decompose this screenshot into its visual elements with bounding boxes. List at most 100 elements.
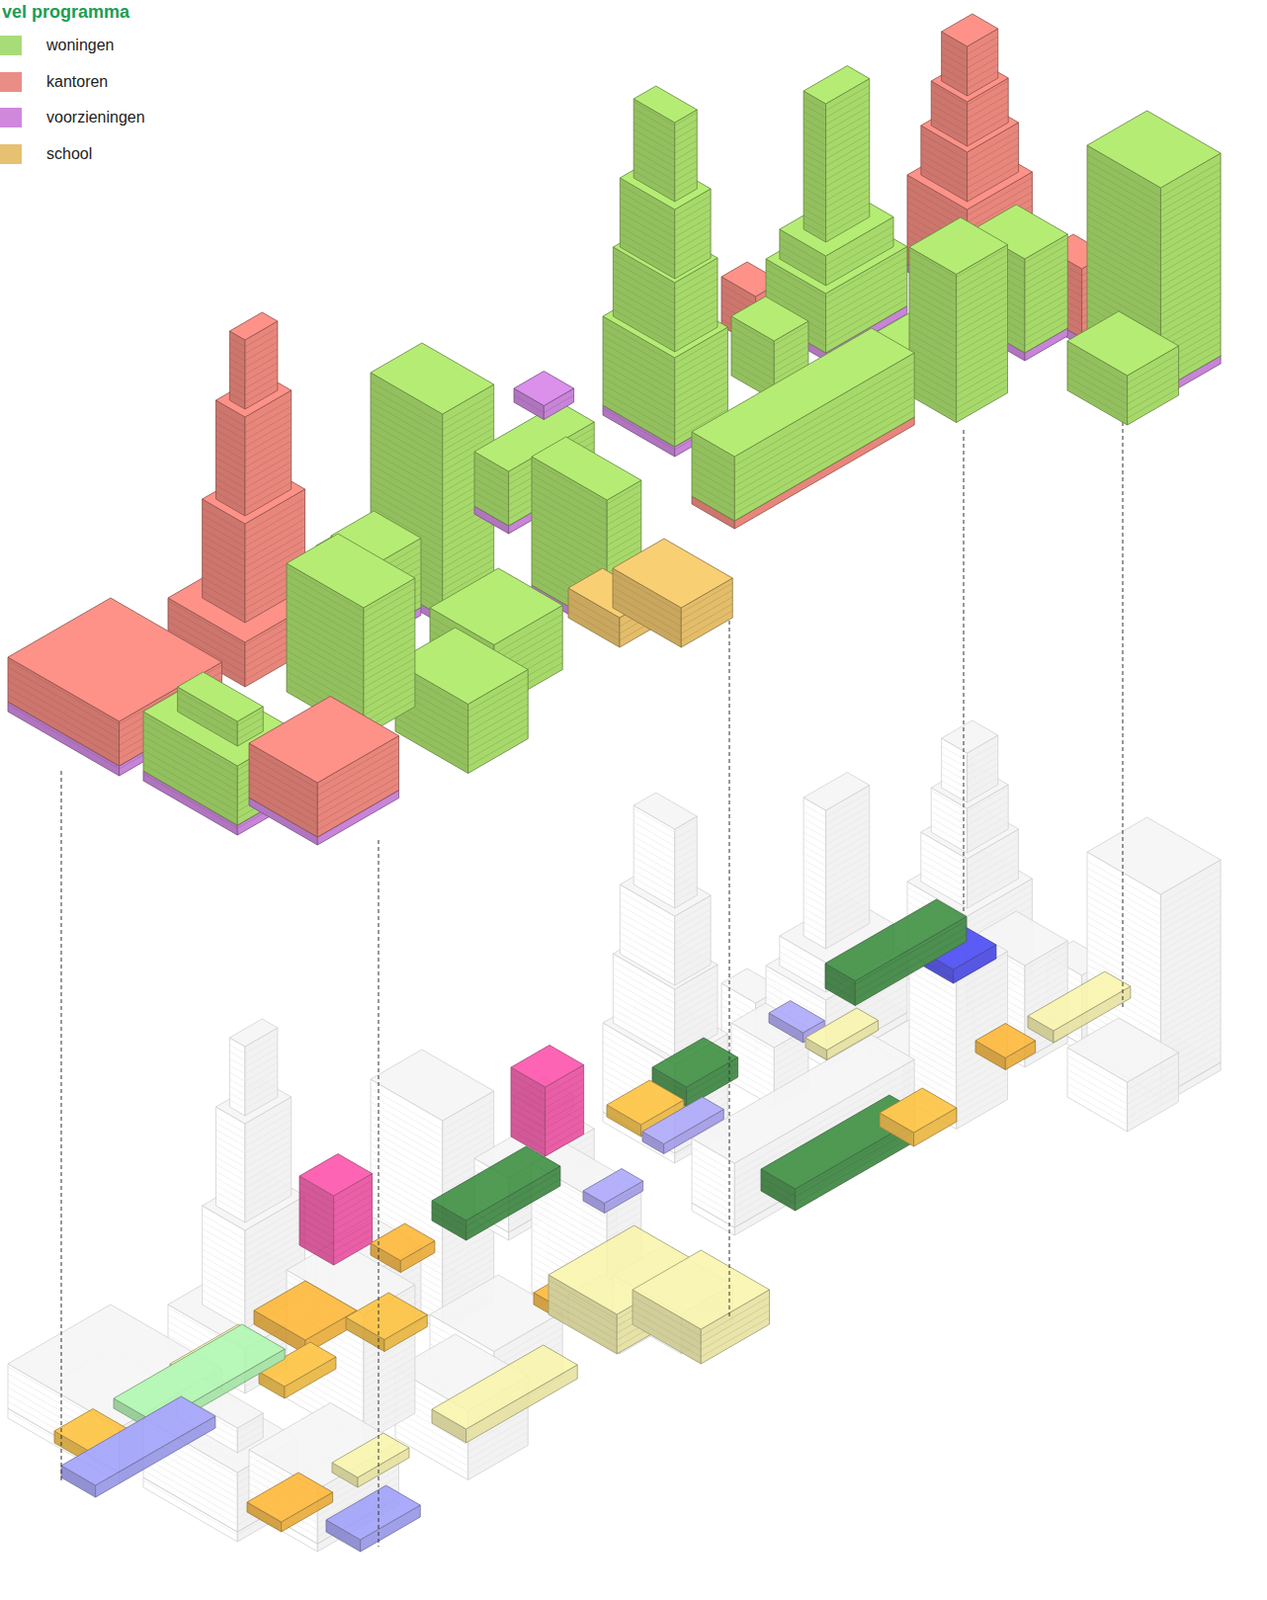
massing-face xyxy=(229,1055,277,1075)
massing-face xyxy=(633,122,697,147)
massing-face xyxy=(531,488,642,532)
massing-face xyxy=(332,1433,410,1478)
massing-face xyxy=(286,664,416,709)
massing-face xyxy=(612,981,718,1017)
massing-face xyxy=(215,447,291,475)
massing-face xyxy=(286,615,416,661)
massing-face xyxy=(215,468,291,496)
massing-face xyxy=(345,1292,427,1341)
massing-face xyxy=(642,1097,724,1145)
massing-face xyxy=(632,1250,770,1330)
massing-face xyxy=(930,101,1009,126)
massing-face xyxy=(1067,1076,1180,1111)
massing-face xyxy=(1087,902,1221,945)
massing-face xyxy=(299,1236,373,1260)
massing-face xyxy=(249,776,400,825)
legend-swatch xyxy=(0,144,22,165)
massing-face xyxy=(215,1188,291,1216)
massing-face xyxy=(286,594,416,640)
massing-face xyxy=(249,696,400,784)
massing-face xyxy=(215,454,291,482)
massing-face xyxy=(803,772,870,812)
massing-face xyxy=(731,347,809,373)
massing-face xyxy=(299,1229,373,1253)
massing-face xyxy=(879,1088,957,1133)
massing-face xyxy=(215,440,291,468)
massing-face xyxy=(253,1280,357,1341)
massing-face xyxy=(633,822,697,846)
massing-face xyxy=(803,896,870,923)
massing-face xyxy=(229,1041,277,1061)
massing-face xyxy=(633,170,697,195)
massing-face xyxy=(1087,895,1221,938)
massing-face xyxy=(1087,209,1221,253)
massing-face xyxy=(299,1154,373,1197)
massing-face xyxy=(602,349,728,392)
massing-face xyxy=(731,296,809,341)
massing-face xyxy=(803,148,870,174)
massing-face xyxy=(633,836,697,860)
massing-face xyxy=(1067,1090,1180,1125)
massing-face xyxy=(286,657,416,702)
massing-face xyxy=(215,1147,291,1175)
massing-face xyxy=(1087,916,1221,959)
massing-face xyxy=(633,870,697,895)
massing-face xyxy=(803,106,870,133)
massing-face xyxy=(229,1069,277,1089)
massing-face xyxy=(602,370,728,413)
massing-face xyxy=(286,643,416,688)
massing-face xyxy=(531,522,642,567)
massing-face xyxy=(803,854,870,881)
massing-face xyxy=(395,710,528,754)
massing-face xyxy=(370,342,495,415)
massing-face xyxy=(803,189,870,216)
massing-face xyxy=(1087,237,1221,280)
massing-face xyxy=(941,13,999,47)
massing-face xyxy=(803,155,870,181)
massing-face xyxy=(803,820,870,846)
legend-swatch xyxy=(0,35,22,56)
massing-face xyxy=(229,376,277,396)
massing-face xyxy=(909,217,1009,275)
massing-face xyxy=(1087,929,1221,973)
massing-face xyxy=(803,813,870,840)
massing-face xyxy=(602,377,728,420)
massing-face xyxy=(803,134,870,161)
massing-face xyxy=(805,1008,879,1051)
massing-face xyxy=(247,1472,334,1522)
massing-face xyxy=(370,409,495,451)
massing-face xyxy=(803,889,870,916)
plinth-program xyxy=(54,899,1131,1552)
massing-face xyxy=(215,1168,291,1195)
massing-face xyxy=(731,1054,809,1080)
massing-face xyxy=(652,1037,739,1088)
massing-face xyxy=(370,1223,435,1262)
massing-face xyxy=(510,1099,585,1123)
massing-face xyxy=(803,875,870,902)
massing-face xyxy=(229,1083,277,1102)
legend-swatch xyxy=(0,107,22,128)
massing-face xyxy=(1067,311,1180,376)
massing-face xyxy=(1067,369,1180,405)
massing-face xyxy=(1067,1017,1180,1083)
massing-face xyxy=(803,882,870,909)
massing-face xyxy=(229,348,277,368)
massing-face xyxy=(1087,251,1221,294)
massing-face xyxy=(229,1018,277,1047)
massing-face xyxy=(930,115,1009,140)
massing-face xyxy=(531,495,642,539)
massing-face xyxy=(61,1396,216,1486)
massing-face xyxy=(510,1120,585,1144)
massing-face xyxy=(299,1208,373,1232)
massing-face xyxy=(286,601,416,647)
massing-face xyxy=(510,1045,585,1089)
massing-face xyxy=(286,629,416,675)
massing-face xyxy=(612,995,718,1031)
massing-face xyxy=(930,108,1009,133)
massing-face xyxy=(633,856,697,881)
massing-face xyxy=(941,750,999,768)
massing-face xyxy=(633,115,697,140)
massing-face xyxy=(691,328,915,457)
massing-face xyxy=(803,847,870,874)
massing-face xyxy=(633,150,697,174)
